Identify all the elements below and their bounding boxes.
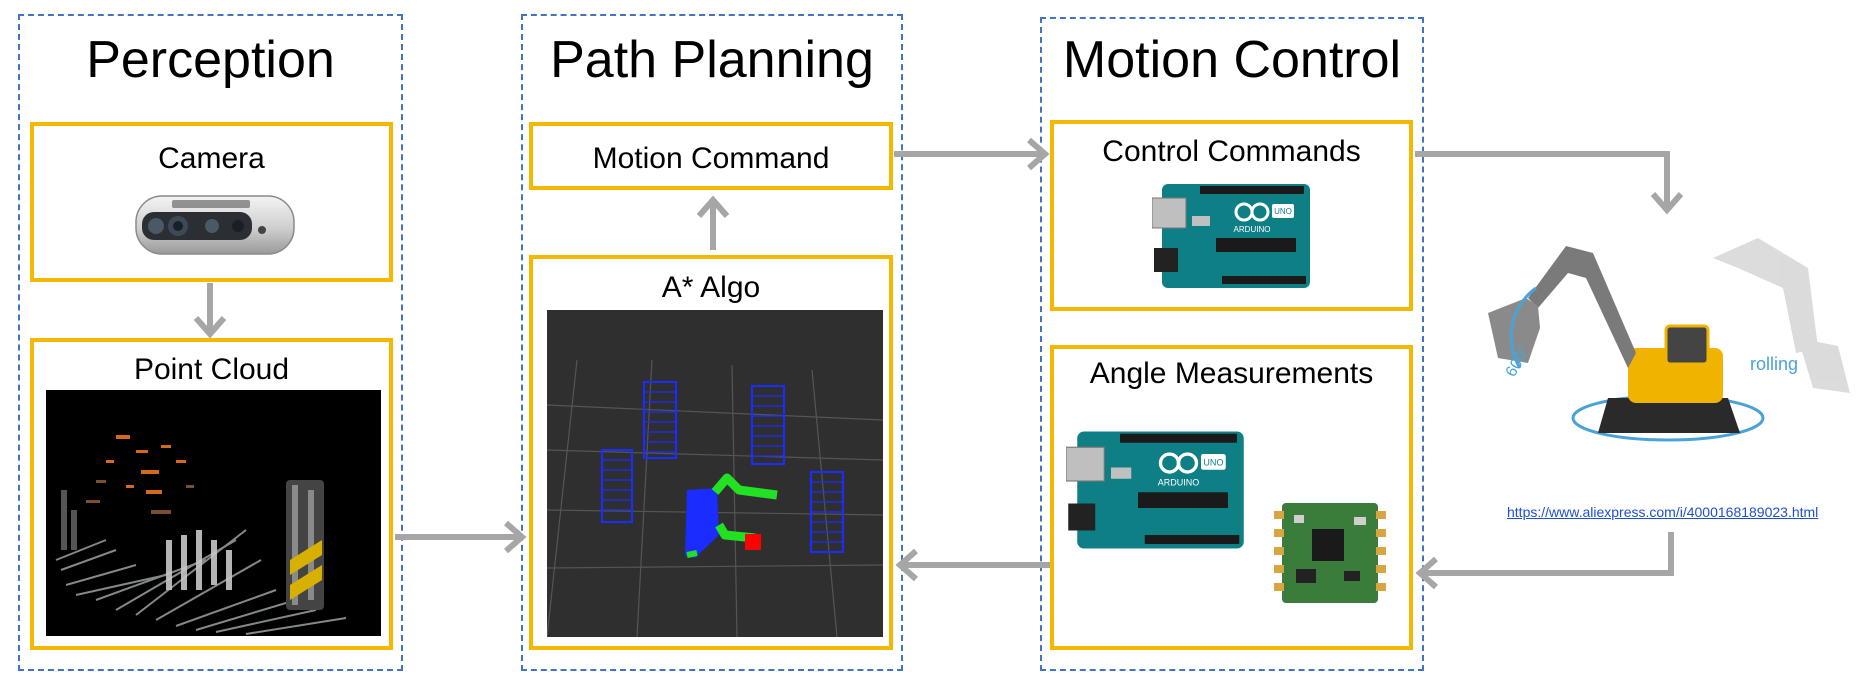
point-cloud-label: Point Cloud [133, 353, 290, 386]
path-planning-section [521, 14, 903, 671]
astar-box: A* Algo [529, 255, 893, 650]
astar-visualization [547, 310, 883, 637]
depth-camera-image [132, 188, 298, 268]
perception-title: Perception [86, 31, 335, 89]
motion-control-title: Motion Control [1062, 31, 1402, 89]
arrow-pointcloud-to-astar [395, 520, 527, 554]
rolling-label: rolling [1750, 354, 1798, 374]
motion-command-box: Motion Command [529, 122, 893, 190]
board-brand-text: ARDUINO [1158, 478, 1200, 488]
board-model-text: UNO [1274, 207, 1292, 216]
arduino-board-image: UNO ARDUINO [1066, 425, 1246, 555]
source-link[interactable]: https://www.aliexpress.com/i/40001681890… [1507, 504, 1819, 520]
angle-measurements-label: Angle Measurements [1089, 357, 1374, 390]
arduino-board-image: UNO ARDUINO [1152, 180, 1312, 292]
path-planning-title: Path Planning [550, 31, 874, 89]
point-cloud-box: Point Cloud [30, 338, 393, 650]
board-brand-text: ARDUINO [1234, 225, 1271, 234]
arrow-motion-command-to-control [894, 137, 1050, 171]
excavator-image: 600° rolling [1478, 228, 1873, 468]
imu-sensor-image [1274, 499, 1386, 607]
motion-command-label: Motion Command [592, 142, 830, 175]
point-cloud-image [46, 390, 381, 636]
board-model-text: UNO [1203, 457, 1223, 467]
angle-measurements-box: Angle Measurements UNO ARDUINO [1050, 345, 1413, 650]
arrow-control-to-excavator [1415, 151, 1684, 215]
camera-box: Camera [30, 122, 393, 282]
arrow-angle-to-astar [895, 548, 1050, 582]
motion-control-section [1040, 17, 1424, 671]
camera-label: Camera [158, 142, 265, 175]
control-commands-label: Control Commands [1102, 135, 1361, 168]
control-commands-box: Control Commands UNO ARDUINO [1050, 120, 1413, 311]
astar-label: A* Algo [661, 271, 761, 304]
arrow-excavator-to-angle [1415, 532, 1674, 590]
perception-section [18, 14, 403, 671]
